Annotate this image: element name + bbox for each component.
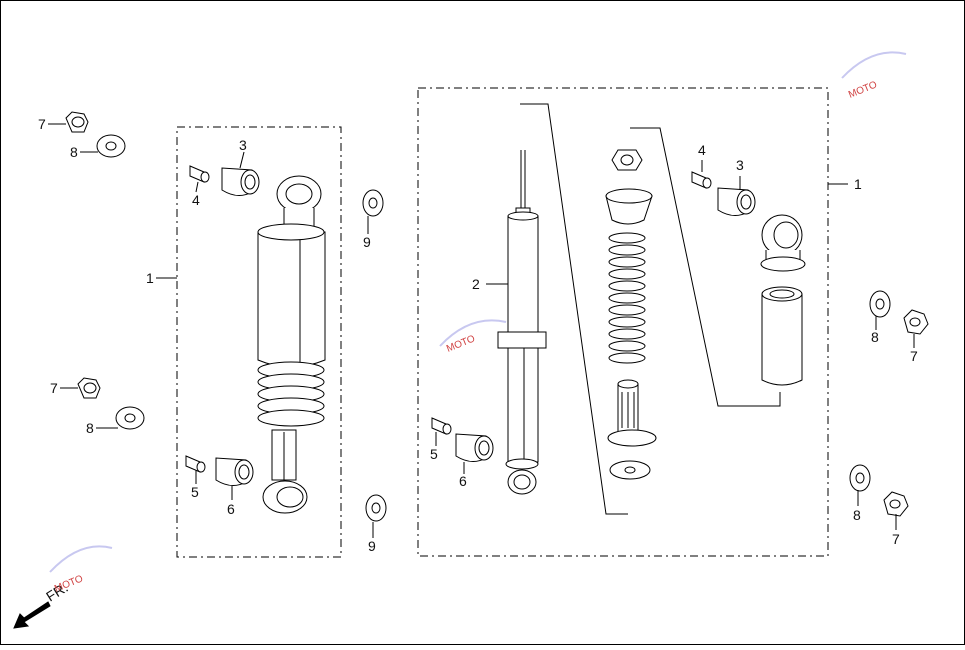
- callout-9-bottom: 9: [368, 538, 376, 554]
- callout-8-mid-right: 8: [871, 329, 879, 345]
- callout-1-left: 1: [146, 270, 154, 286]
- watermark-top-right: MOTO: [841, 51, 907, 101]
- dust-cover: [761, 286, 803, 386]
- callout-7-mid-right: 7: [910, 348, 918, 364]
- nut-7-bottom-right: [883, 491, 909, 517]
- left-collar-5: [185, 455, 206, 473]
- top-nut: [611, 149, 643, 171]
- left-assembly-box: [176, 126, 342, 558]
- spring-guide: [607, 379, 657, 447]
- callout-9-top: 9: [363, 234, 371, 250]
- callout-1-right: 1: [854, 176, 862, 192]
- washer-8-top-left: [96, 134, 126, 158]
- washer-9-top: [362, 189, 384, 217]
- callout-3-right: 3: [736, 157, 744, 173]
- callout-7-top-left: 7: [38, 116, 46, 132]
- watermark-center: MOTO: [439, 319, 507, 355]
- callout-8-bottom-right: 8: [853, 507, 861, 523]
- callout-8-top-left: 8: [70, 144, 78, 160]
- damper-bushing-6: [455, 433, 494, 462]
- washer-9-bottom: [365, 494, 387, 522]
- callout-6-left: 6: [227, 501, 235, 517]
- right-assembly-box: [417, 87, 829, 557]
- watermark-bottom-left: MOTO: [49, 545, 113, 595]
- washer-8-mid-left: [115, 406, 145, 430]
- spring-leader-right: [630, 127, 781, 407]
- callout-5-right: 5: [430, 446, 438, 462]
- left-shock-absorber: [257, 175, 326, 514]
- right-bushing-3: [717, 187, 756, 216]
- left-collar-4: [189, 165, 210, 183]
- callout-8-mid-left: 8: [86, 420, 94, 436]
- washer-8-mid-right: [869, 290, 891, 318]
- callout-6-right: 6: [459, 473, 467, 489]
- spring-leader-left: [520, 103, 628, 515]
- callout-5-left: 5: [191, 484, 199, 500]
- upper-eye-mount: [760, 214, 806, 272]
- left-bushing-6: [215, 457, 254, 486]
- lower-washer: [609, 460, 651, 480]
- nut-7-top-left: [65, 111, 89, 133]
- callout-4-left: 4: [192, 192, 200, 208]
- damper-collar-5: [431, 417, 452, 435]
- spring-seat-upper: [605, 188, 653, 225]
- arrow-down-left-icon: [13, 601, 51, 629]
- leader-lines: [48, 123, 915, 538]
- right-collar-4: [691, 171, 712, 189]
- callout-3-left: 3: [239, 137, 247, 153]
- callout-7-bottom-right: 7: [892, 531, 900, 547]
- washer-8-bottom-right: [849, 464, 871, 492]
- damper-unit-2: [497, 150, 547, 495]
- callout-7-mid-left: 7: [50, 380, 58, 396]
- coil-spring: [608, 232, 646, 364]
- svg-text:MOTO: MOTO: [847, 79, 879, 100]
- callout-4-right: 4: [698, 142, 706, 158]
- nut-7-mid-right: [903, 309, 929, 335]
- nut-7-mid-left: [77, 377, 101, 399]
- left-bushing-3: [221, 167, 260, 196]
- callout-2: 2: [472, 276, 480, 292]
